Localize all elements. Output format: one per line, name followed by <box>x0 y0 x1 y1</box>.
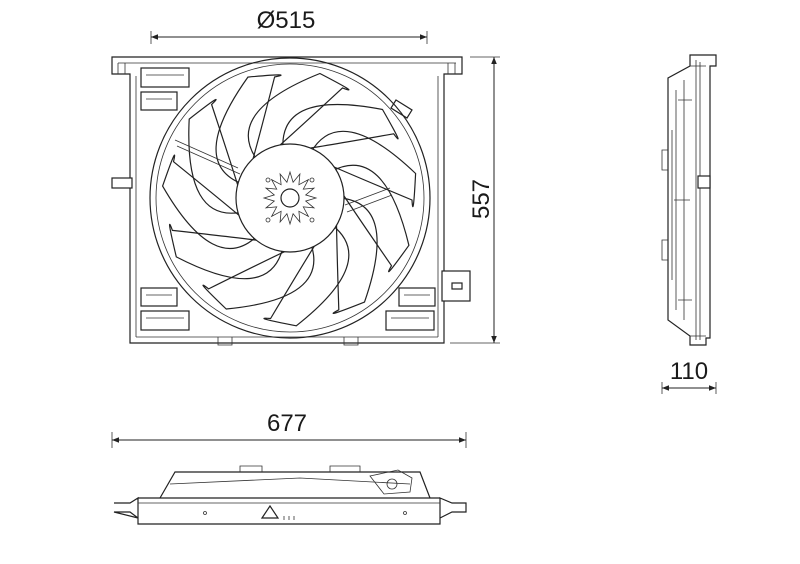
hub-bolt <box>265 177 271 183</box>
hub-star <box>262 170 318 226</box>
fan-ring <box>149 57 431 339</box>
fan-blade <box>331 164 410 273</box>
corner-pads <box>140 67 436 331</box>
bottom-view <box>113 465 467 525</box>
fan-blade <box>247 72 350 161</box>
fan-blade <box>161 154 258 250</box>
width-label: 677 <box>267 410 307 437</box>
fan-blades <box>161 72 417 327</box>
hub-bolt <box>309 177 315 183</box>
diameter-label: Ø515 <box>257 7 316 34</box>
depth-dimension: 110 <box>661 358 717 394</box>
diameter-dimension: Ø515 <box>150 7 428 44</box>
hub-star-outline <box>262 170 318 226</box>
fan-blade <box>263 224 350 327</box>
front-view <box>111 56 471 346</box>
hub-bolt <box>265 217 271 223</box>
hub-bolt <box>309 217 315 223</box>
fan-blade <box>332 197 378 315</box>
fan-blade <box>215 74 282 185</box>
fan-blade <box>188 98 243 214</box>
depth-label: 110 <box>670 358 708 385</box>
fan-blade <box>282 103 399 150</box>
motor-hub <box>235 143 345 253</box>
height-dimension: 557 <box>450 56 500 344</box>
side-view <box>661 54 717 346</box>
height-label: 557 <box>468 179 495 219</box>
fan-blade <box>168 223 284 280</box>
fan-blade <box>310 130 417 207</box>
fan-blade <box>202 243 315 310</box>
width-dimension: 677 <box>111 410 467 448</box>
side-clip <box>111 177 133 189</box>
connector <box>441 270 471 302</box>
